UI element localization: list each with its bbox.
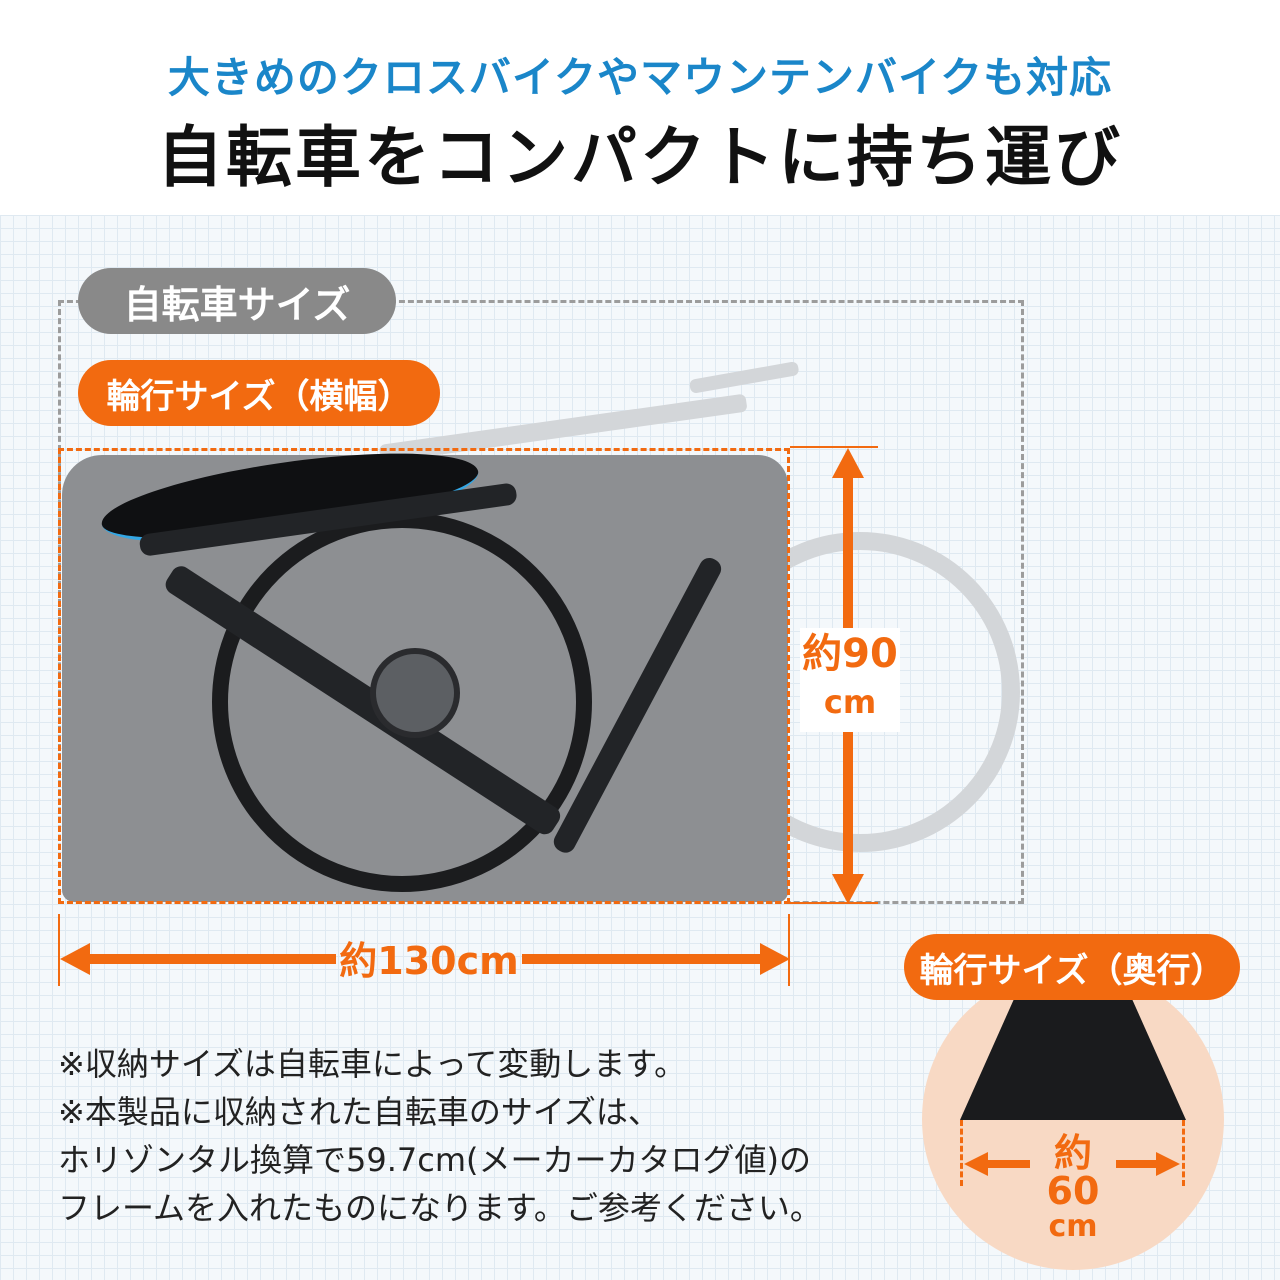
note-line: フレームを入れたものになります。ご参考ください。 (58, 1189, 822, 1227)
depth-guide-left (960, 1120, 963, 1186)
depth-arrow-right-icon (1156, 1152, 1180, 1176)
depth-arrow-left (986, 1160, 1030, 1168)
height-guide-top (790, 446, 878, 448)
depth-arrow-right (1116, 1160, 1158, 1168)
depth-label: 約60 cm (1030, 1131, 1116, 1242)
depth-arrow-left-icon (964, 1152, 988, 1176)
arrow-right-icon (760, 943, 790, 975)
notes: ※収納サイズは自転車によって変動します。 ※本製品に収納された自転車のサイズは、… (58, 1040, 878, 1232)
carry-width-box (58, 448, 790, 904)
width-arrow-left (86, 954, 336, 964)
depth-guide-right (1182, 1120, 1185, 1186)
height-value: 約90 (802, 631, 898, 677)
width-guide-left (58, 914, 60, 986)
depth-value: 約60 (1046, 1131, 1100, 1213)
note-line: ※収納サイズは自転車によって変動します。 (58, 1045, 687, 1083)
note-line: ※本製品に収納された自転車のサイズは、 (58, 1093, 660, 1131)
bike-size-label: 自転車サイズ (78, 268, 396, 334)
height-label: 約90 cm (800, 628, 900, 732)
carry-depth-label: 輪行サイズ（奥行） (904, 934, 1240, 1000)
width-label: 約130cm (339, 939, 519, 983)
subtitle: 大きめのクロスバイクやマウンテンバイクも対応 (167, 53, 1113, 102)
note-line: ホリゾンタル換算で59.7cm(メーカーカタログ値)の (58, 1141, 811, 1179)
width-arrow-right (522, 954, 766, 964)
height-unit: cm (823, 683, 877, 721)
depth-unit: cm (1048, 1209, 1098, 1244)
carry-width-label: 輪行サイズ（横幅） (78, 360, 440, 426)
arrow-left-icon (60, 943, 90, 975)
arrow-down-icon (832, 874, 864, 904)
page-title: 自転車をコンパクトに持ち運び (157, 119, 1123, 196)
